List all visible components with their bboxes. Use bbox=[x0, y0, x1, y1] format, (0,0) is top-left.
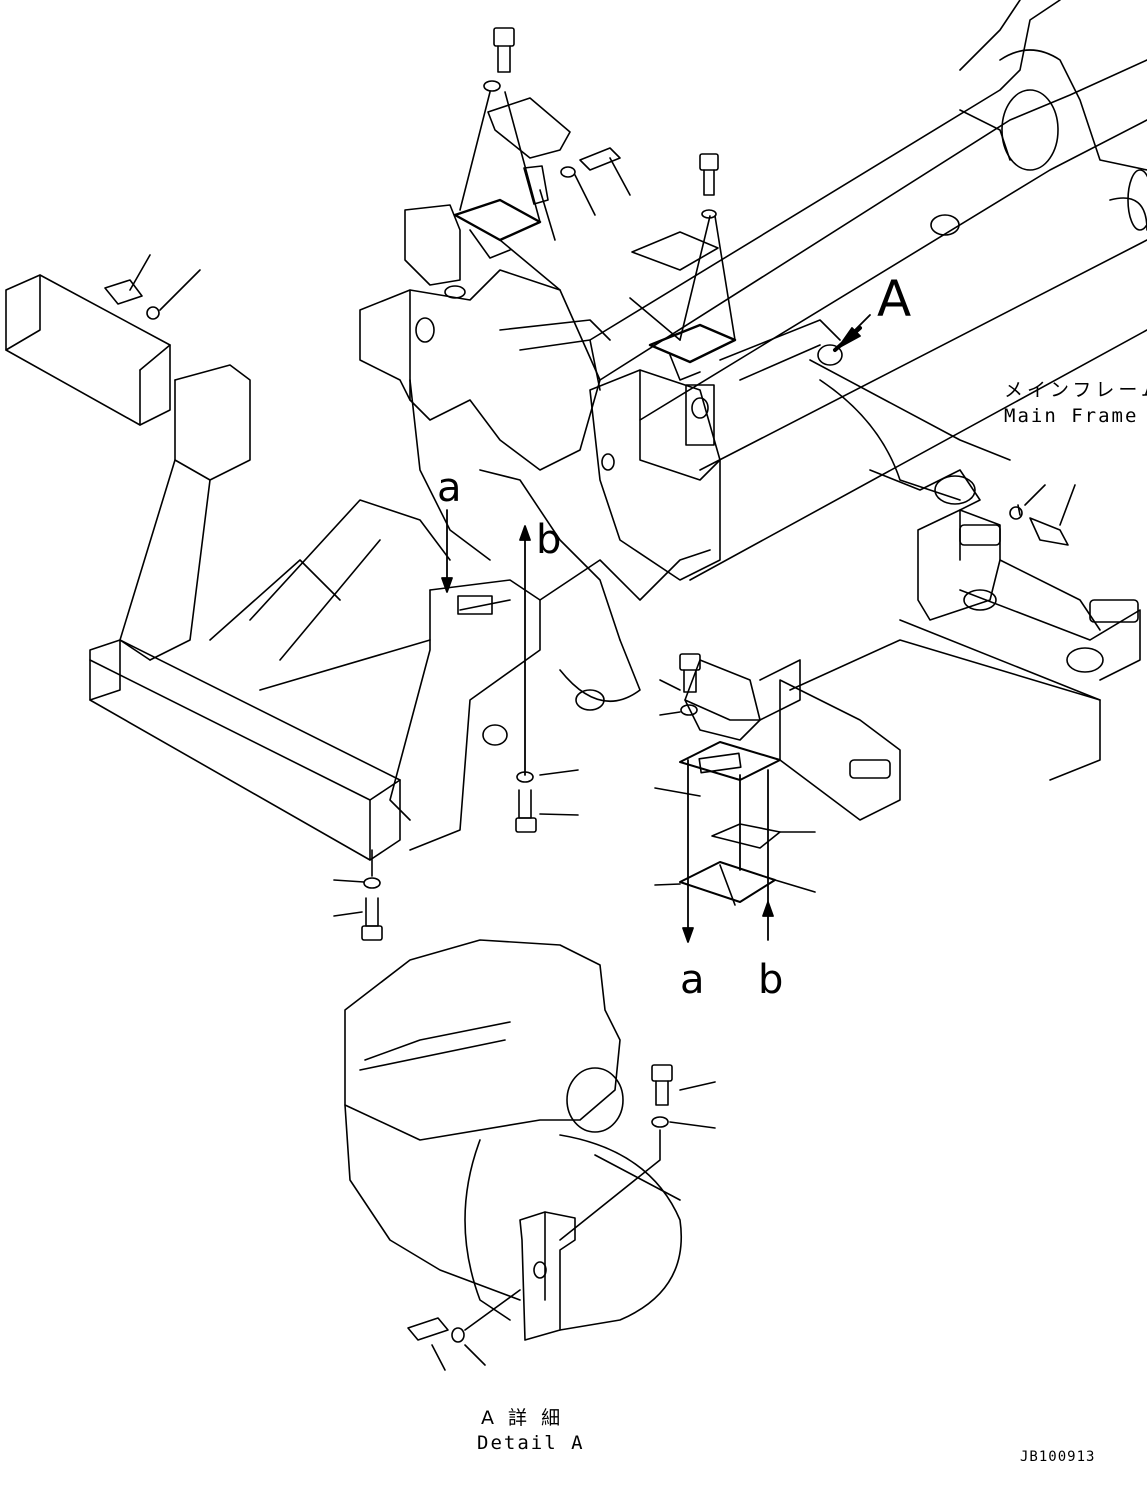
arrow-label-a-top: a bbox=[437, 465, 462, 511]
drawing-number: JB100913 bbox=[1020, 1449, 1096, 1465]
detail-a-label-jp: A 詳 細 bbox=[481, 1407, 565, 1429]
detail-a-drawing bbox=[344, 939, 716, 1371]
right-rear-assembly bbox=[779, 484, 1141, 821]
main-frame-label-en: Main Frame bbox=[1004, 405, 1139, 427]
arrow-label-a-bottom: a bbox=[680, 957, 705, 1003]
main-frame-beam bbox=[589, 0, 1147, 581]
arrow-label-b-top: b bbox=[536, 517, 562, 563]
reference-arrows bbox=[441, 314, 871, 943]
arrow-label-b-bottom: b bbox=[758, 957, 784, 1003]
mount-bracket-assembly bbox=[654, 653, 816, 906]
view-callout-A: A bbox=[877, 270, 912, 328]
upper-parts bbox=[104, 27, 737, 381]
detail-a-label-en: Detail A bbox=[477, 1432, 585, 1454]
main-frame-label-jp: メインフレーム bbox=[1004, 379, 1147, 401]
left-frame-structure bbox=[5, 204, 721, 861]
